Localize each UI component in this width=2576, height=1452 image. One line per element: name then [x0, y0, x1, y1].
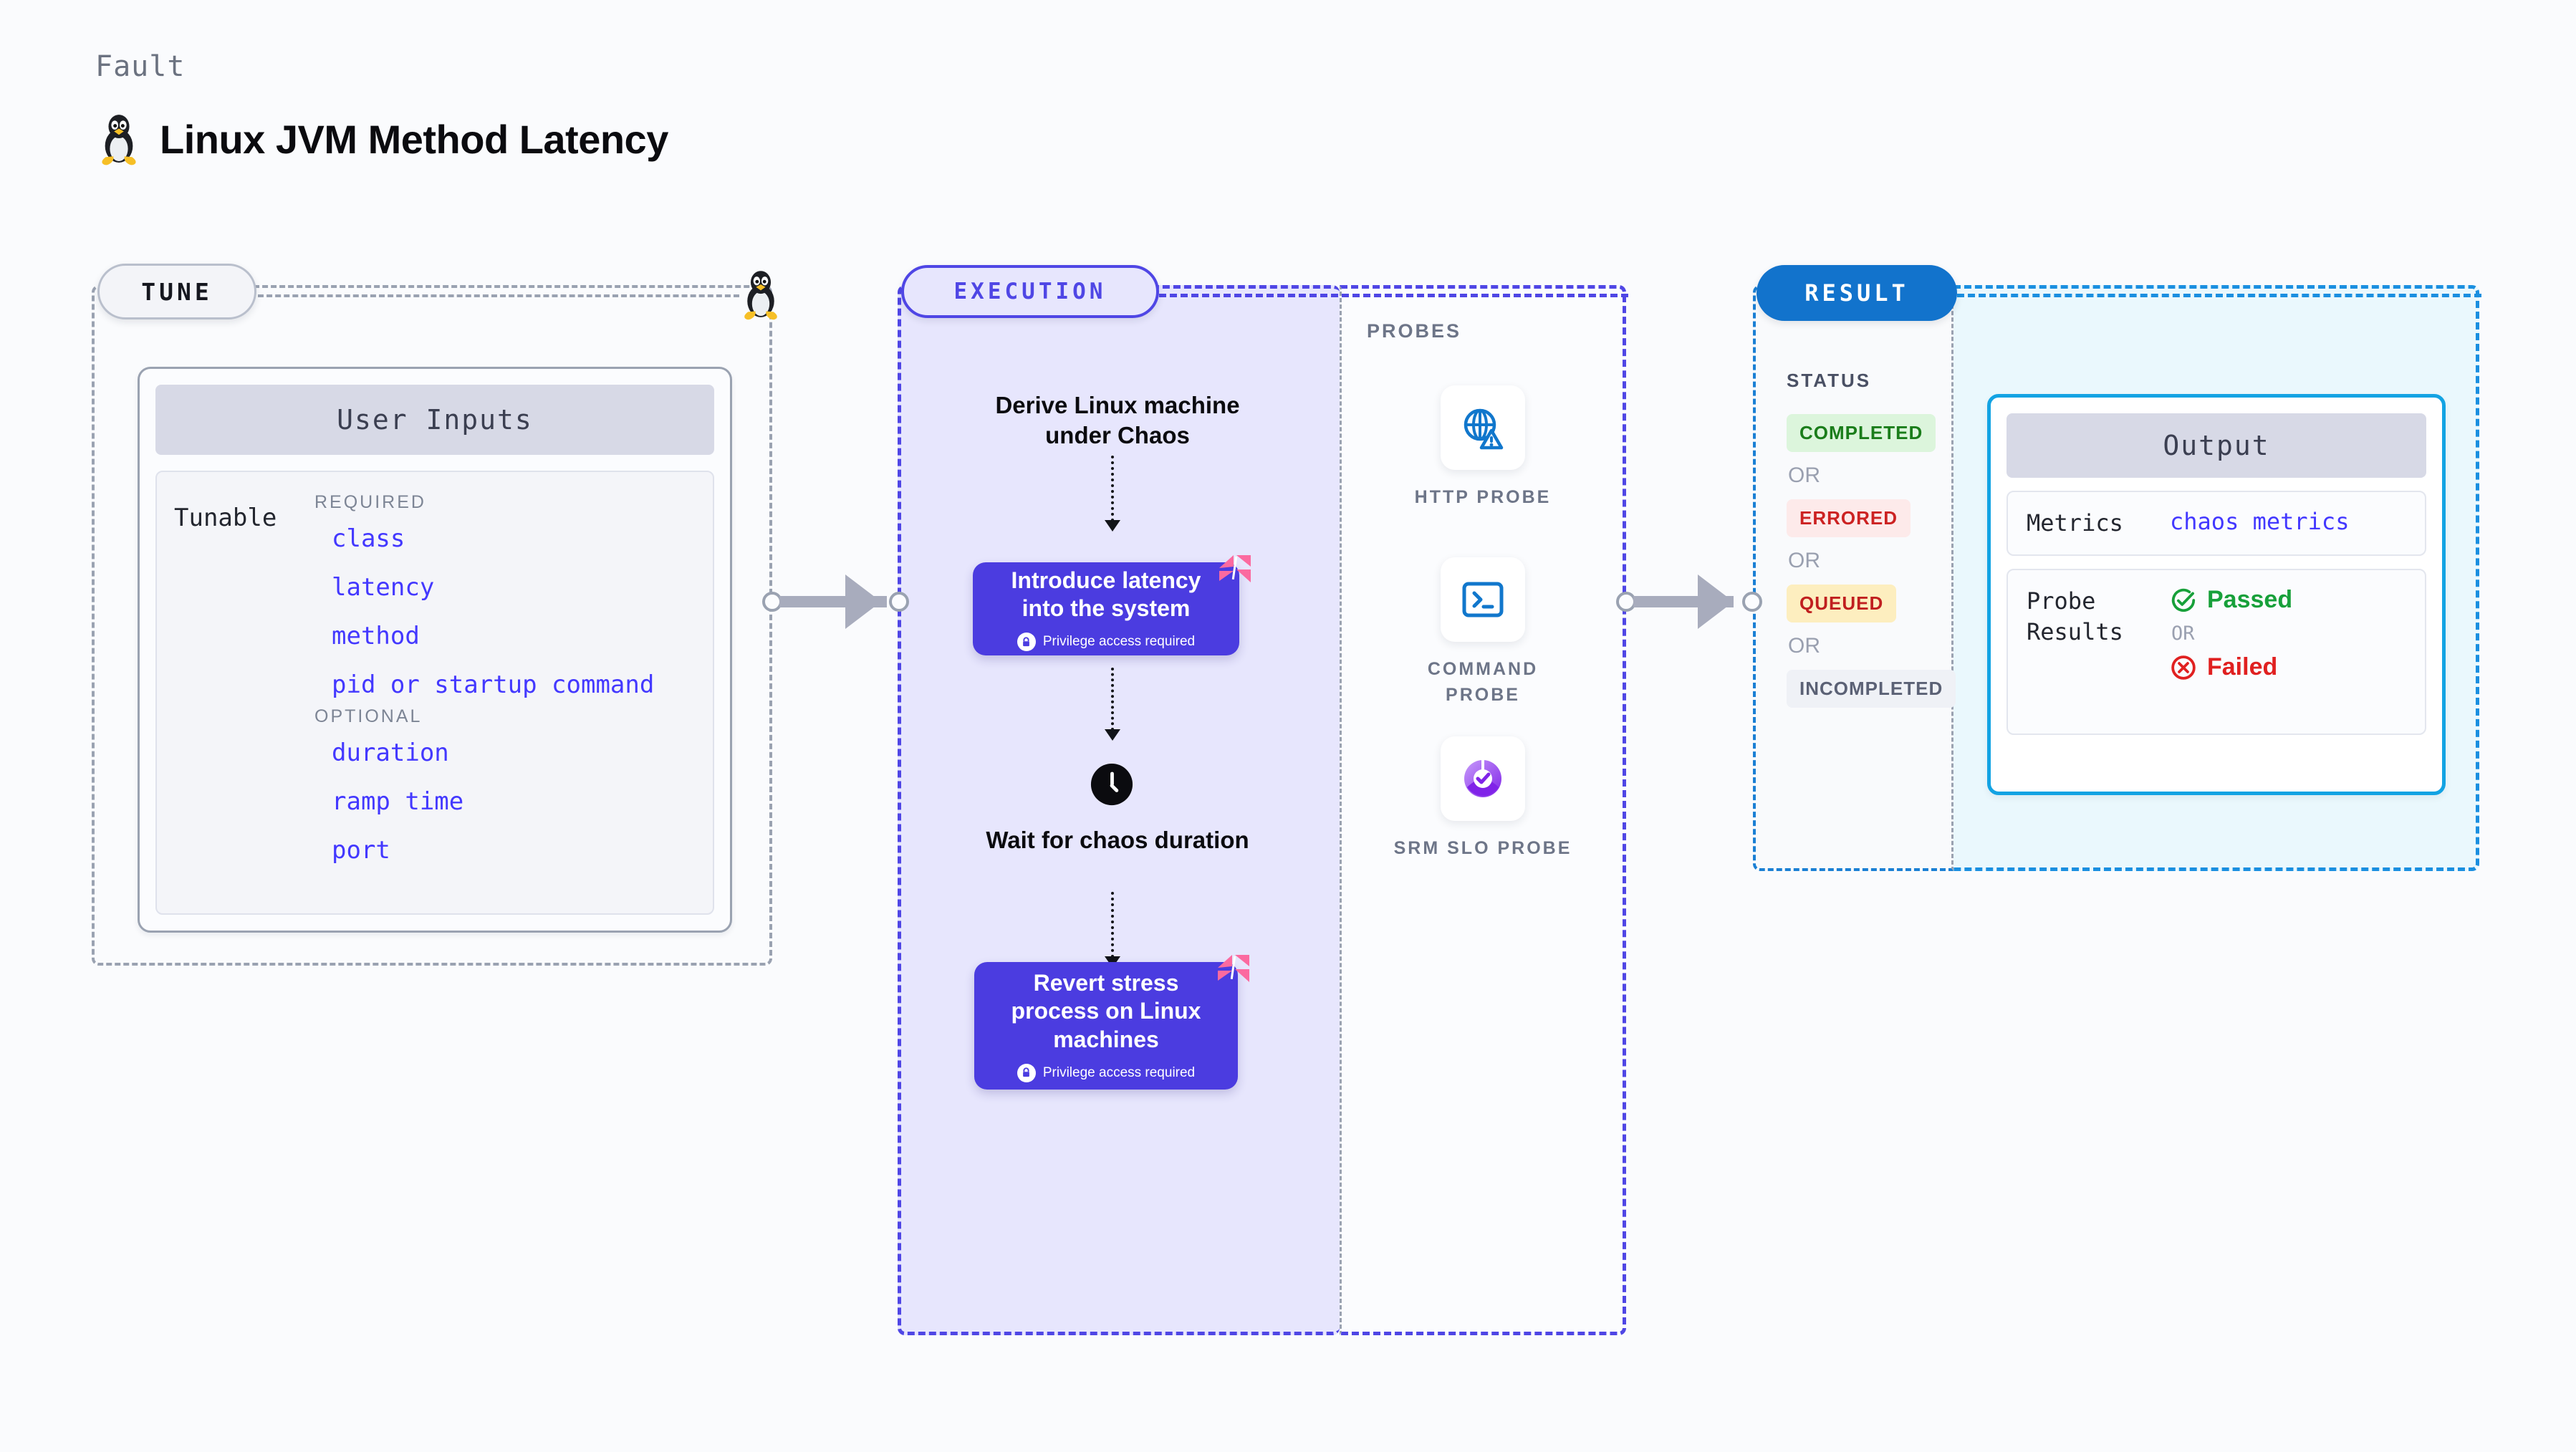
exec-step-derive-machine: Derive Linux machine under Chaos [995, 392, 1240, 449]
probe-srm-slo[interactable]: SRM SLO PROBE [1390, 736, 1576, 861]
probe-results-values: Passed OR Failed [2170, 586, 2292, 718]
result-status-region [1753, 285, 1953, 871]
action-title: Introduce latency into the system [1011, 567, 1201, 621]
field-port[interactable]: port [332, 836, 390, 865]
connector-end-dot [889, 592, 909, 612]
user-inputs-card: User Inputs Tunable REQUIRED class laten… [138, 367, 732, 933]
lock-icon [1017, 1063, 1036, 1082]
probes-label: PROBES [1367, 320, 1462, 342]
stage-pill-result[interactable]: RESULT [1756, 265, 1957, 321]
status-label: STATUS [1787, 370, 1872, 391]
status-badge-queued: QUEUED [1787, 585, 1897, 622]
probe-tile [1441, 557, 1525, 642]
flow-arrow-2 [1105, 668, 1120, 741]
linux-penguin-icon-inline [744, 271, 777, 320]
optional-group-label: OPTIONAL [314, 706, 423, 726]
exec-action-revert-stress[interactable]: Revert stress process on Linux machines … [974, 955, 1249, 1090]
probe-http[interactable]: HTTP PROBE [1390, 385, 1576, 510]
privilege-text: Privilege access required [1042, 634, 1196, 650]
privilege-row: Privilege access required [1017, 633, 1196, 652]
status-badge-completed: COMPLETED [1787, 414, 1936, 452]
stage-pill-execution[interactable]: EXECUTION [901, 265, 1159, 318]
check-circle-icon [2171, 588, 2196, 612]
field-pid-or-startup-command[interactable]: pid or startup command [332, 670, 655, 699]
probe-name: HTTP PROBE [1414, 487, 1552, 507]
field-ramp-time[interactable]: ramp time [332, 787, 464, 816]
fault-kicker: Fault [95, 50, 186, 83]
harness-logo-icon [1218, 955, 1249, 982]
execution-pill-connector [1159, 294, 1628, 297]
arrow-right-icon [1698, 574, 1734, 629]
flow-arrow-1 [1105, 456, 1120, 532]
lock-icon [1017, 633, 1036, 652]
result-pill-connector [1957, 294, 2481, 297]
arrow-right-icon [845, 574, 881, 629]
probe-tile [1441, 736, 1525, 821]
output-metrics-row: Metrics chaos metrics [2007, 491, 2426, 557]
tunable-label: Tunable [174, 504, 277, 532]
failed-label: Failed [2207, 653, 2278, 681]
status-or-3: OR [1788, 634, 1820, 658]
field-duration[interactable]: duration [332, 739, 449, 767]
globe-warning-icon [1464, 408, 1504, 450]
privilege-row: Privilege access required [1017, 1063, 1196, 1082]
flow-arrow-3 [1105, 892, 1120, 968]
output-probe-results-row: Probe Results Passed OR Failed [2007, 569, 2426, 736]
page-title-text: Linux JVM Method Latency [160, 116, 668, 162]
status-list: COMPLETED OR ERRORED OR QUEUED OR INCOMP… [1787, 414, 1956, 708]
probe-result-or: OR [2171, 622, 2195, 645]
clock-icon [1090, 763, 1133, 806]
action-title: Revert stress process on Linux machines [1011, 970, 1201, 1052]
field-latency[interactable]: latency [332, 573, 435, 602]
field-class[interactable]: class [332, 524, 405, 553]
metrics-key: Metrics [2027, 509, 2123, 537]
probe-result-passed: Passed [2170, 586, 2292, 614]
output-title: Output [2007, 413, 2426, 478]
x-circle-icon [2171, 655, 2196, 680]
output-card: Output Metrics chaos metrics Probe Resul… [1987, 394, 2446, 795]
slo-check-icon [1464, 760, 1501, 797]
probe-name: COMMAND PROBE [1427, 659, 1539, 706]
tune-pill-connector [258, 294, 739, 297]
stage-pill-tune[interactable]: TUNE [97, 264, 256, 319]
probe-name: SRM SLO PROBE [1393, 838, 1572, 858]
status-or-2: OR [1788, 549, 1820, 572]
connector-end-dot [1742, 592, 1762, 612]
passed-label: Passed [2207, 586, 2293, 614]
exec-step-wait-for-chaos: Wait for chaos duration [986, 827, 1249, 853]
terminal-icon [1462, 582, 1504, 617]
status-badge-errored: ERRORED [1787, 499, 1911, 537]
linux-penguin-icon [102, 115, 136, 165]
probe-results-key: Probe Results [2027, 587, 2123, 646]
metrics-value[interactable]: chaos metrics [2170, 508, 2350, 535]
execution-region [898, 285, 1340, 1335]
user-inputs-title: User Inputs [155, 385, 714, 455]
page-title: Linux JVM Method Latency [97, 111, 668, 167]
exec-action-introduce-latency[interactable]: Introduce latency into the system Privil… [973, 555, 1251, 655]
status-badge-incompleted: INCOMPLETED [1787, 670, 1956, 708]
probe-tile [1441, 385, 1525, 470]
tune-region [92, 285, 772, 966]
harness-logo-icon [1219, 555, 1251, 582]
privilege-text: Privilege access required [1042, 1064, 1196, 1080]
required-group-label: REQUIRED [314, 492, 426, 512]
tunable-fields: REQUIRED class latency method pid or sta… [307, 492, 713, 913]
probe-result-failed: Failed [2170, 653, 2292, 681]
user-inputs-body: Tunable REQUIRED class latency method pi… [155, 471, 714, 915]
field-method[interactable]: method [332, 622, 420, 650]
probe-command[interactable]: COMMAND PROBE [1390, 557, 1576, 708]
status-or-1: OR [1788, 463, 1820, 487]
